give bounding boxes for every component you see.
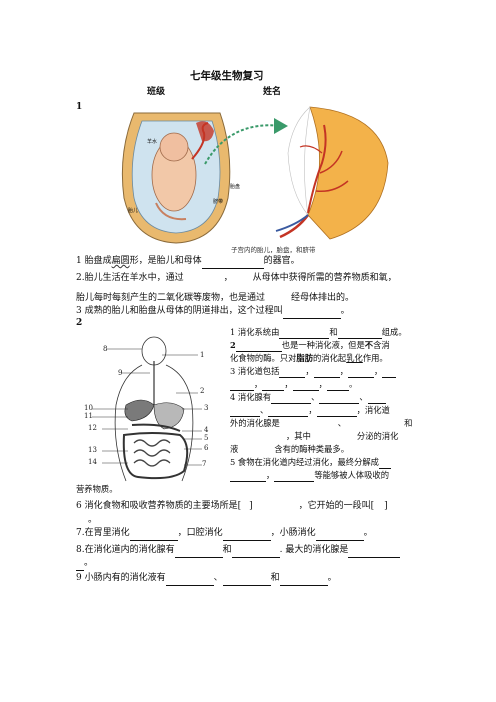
s2-blank-3[interactable]	[235, 341, 282, 352]
q2-line-2: 胎儿每时每刻产生的二氧化碳等废物，也是通过经母体排出的。	[76, 293, 355, 303]
q1-line: 1 胎盘成扁圆形，是胎儿和母体的器官。	[76, 254, 300, 269]
q6-end: 。	[88, 515, 98, 525]
q8-line: 8.在消化道内的消化腺有和. 最大的消化腺是	[76, 543, 401, 558]
s2-line-11: 5 食物在消化道内经过消化，最终分解成	[230, 456, 391, 469]
s2-line-10: 液含有的酶种类最多。	[230, 444, 349, 454]
q8-blank-1[interactable]	[174, 547, 223, 558]
s2-blank-1[interactable]	[279, 328, 330, 339]
q6-line: 6 消化食物和吸收营养物质的主要场所是[]，它开始的一段叫[]	[76, 501, 388, 511]
diagram-label-7: 7	[202, 460, 207, 468]
q9-blank-1[interactable]	[165, 575, 214, 586]
label-umbilical-cord: 脐带	[213, 199, 224, 205]
s2-blank-17[interactable]	[316, 406, 357, 417]
s2-blank-4[interactable]	[279, 367, 306, 378]
diagram-label-9: 9	[118, 369, 123, 377]
diagram-label-2: 2	[200, 387, 205, 395]
label-amniotic-fluid: 羊水	[147, 139, 158, 145]
s2-line-8: 外的消化腺是、和	[230, 418, 413, 428]
q9-blank-3[interactable]	[279, 575, 328, 586]
s2-line-1: 1 消化系统由和组成。	[230, 327, 407, 339]
s2-line-5: ，，，。	[230, 378, 357, 391]
diagram-label-11: 11	[84, 412, 93, 420]
s2-blank-2[interactable]	[337, 328, 382, 339]
uterus-fetus-illustration	[121, 112, 231, 244]
s2-blank-20[interactable]	[274, 471, 315, 482]
diagram-label-3: 3	[204, 404, 209, 412]
s2-blank-6[interactable]	[348, 367, 375, 378]
name-label: 姓名	[263, 87, 282, 97]
q7-blank-1[interactable]	[129, 530, 178, 541]
s2-blank-10[interactable]	[292, 380, 319, 391]
s2-blank-14[interactable]	[367, 393, 386, 404]
s2-blank-15[interactable]	[230, 406, 260, 417]
q3-line: 3 成熟的胎儿和胎盘从母体的阴道排出，这个过程叫。	[76, 304, 350, 319]
q1-blank[interactable]	[201, 258, 264, 269]
diagram-label-13: 13	[88, 446, 97, 454]
q8-blank-2[interactable]	[231, 547, 280, 558]
label-placenta: 胎盘	[230, 184, 241, 190]
figure-1-caption: 子宫内的胎儿，胎盘，和脐带	[231, 246, 316, 254]
q2-line: 2.胎儿生活在羊水中，通过，从母体中获得所需的营养物质和氧，	[76, 273, 397, 283]
q9-line: 9 小肠内有的消化液有、和。	[76, 571, 337, 586]
diagram-label-14: 14	[88, 458, 97, 466]
s2-blank-12[interactable]	[271, 393, 312, 404]
s2-blank-19[interactable]	[230, 471, 266, 482]
s2-line-7: 、，，消化道	[230, 404, 390, 417]
s2-line-9: ，其中分泌的消化	[286, 431, 399, 441]
q7-line: 7.在胃里消化，口腔消化，小肠消化。	[76, 526, 373, 541]
diagram-label-5: 5	[204, 434, 209, 442]
placenta-detail-illustration	[275, 106, 389, 240]
s2-blank-16[interactable]	[268, 406, 309, 417]
digestive-system-illustration	[92, 336, 202, 482]
diagram-label-10: 10	[84, 404, 93, 412]
s2-line-3: 化食物的酶。只对脂肪的消化起乳化作用。	[230, 353, 388, 363]
q8-blank-3[interactable]	[348, 547, 401, 558]
q3-blank[interactable]	[282, 308, 341, 319]
diagram-label-6: 6	[204, 444, 209, 452]
s2-blank-7[interactable]	[382, 367, 397, 378]
class-label: 班级	[147, 87, 166, 97]
diagram-label-12: 12	[88, 424, 97, 432]
s2-blank-18[interactable]	[378, 458, 391, 469]
q9-blank-2[interactable]	[222, 575, 271, 586]
s2-line-13: 营养物质。	[76, 484, 118, 494]
page-title: 七年级生物复习	[190, 70, 264, 82]
q7-blank-2[interactable]	[222, 530, 271, 541]
section-2-number: 2	[76, 318, 83, 328]
green-arrow	[204, 118, 288, 165]
s2-line-6: 4 消化腺有、、	[230, 391, 386, 404]
s2-blank-13[interactable]	[319, 393, 360, 404]
q8-blank-4[interactable]	[76, 560, 84, 571]
diagram-label-8: 8	[103, 345, 108, 353]
q8-end-line: 。	[76, 556, 93, 571]
diagram-label-4: 4	[204, 426, 209, 434]
section-1-number: 1	[76, 102, 83, 112]
q7-blank-3[interactable]	[315, 530, 364, 541]
s2-line-12: ，等能够被人体吸收的	[230, 469, 389, 482]
s2-blank-11[interactable]	[326, 380, 349, 391]
diagram-label-1: 1	[200, 351, 205, 359]
s2-blank-8[interactable]	[230, 380, 254, 391]
s2-blank-9[interactable]	[262, 380, 285, 391]
label-fetus: 胎儿	[128, 208, 139, 214]
s2-blank-5[interactable]	[313, 367, 340, 378]
s2-line-4: 3 消化道包括，，，	[230, 365, 397, 378]
